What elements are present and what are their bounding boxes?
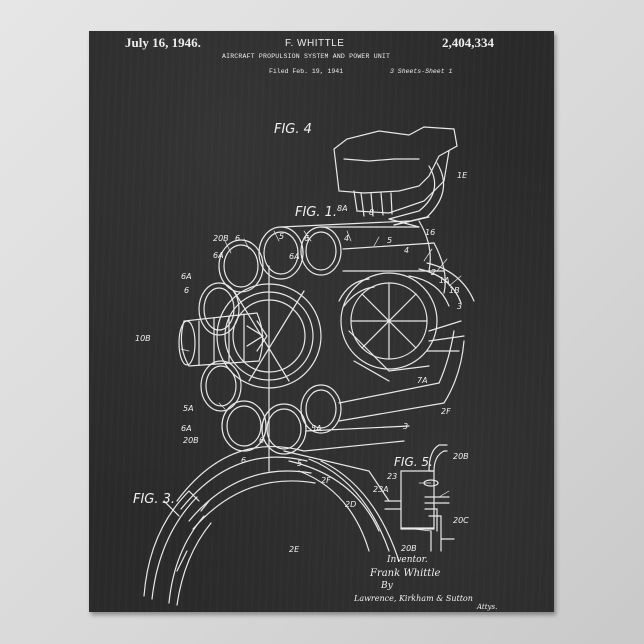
ref-6-left: 6 xyxy=(184,286,189,295)
ref-10b: 10B xyxy=(135,334,151,343)
fig4-label: FIG. 4 xyxy=(274,122,312,137)
ref-6-top-2: 6 xyxy=(304,234,309,243)
attys-abbr: Attys. xyxy=(476,603,497,611)
ref-23a: 23A xyxy=(373,485,389,494)
inventor-signature: Frank Whittle xyxy=(369,568,441,579)
ref-8: 8 xyxy=(369,208,374,217)
ref-2f: 2F xyxy=(321,476,331,485)
fig3-drawing xyxy=(143,445,400,606)
patent-poster: July 16, 1946. F. WHITTLE 2,404,334 AIRC… xyxy=(89,31,554,612)
ref-20b-top: 20B xyxy=(213,234,229,243)
ref-4-a: 4 xyxy=(344,234,349,243)
fig1-engine-drawing xyxy=(178,220,475,472)
ref-16: 16 xyxy=(425,228,435,237)
fig3-label: FIG. 3. xyxy=(133,492,175,507)
ref-6-bottom: 6 xyxy=(241,456,246,465)
ref-20c: 20C xyxy=(453,516,469,525)
patent-drawing: FIG. 4 FIG. 1. FIG. 3. FIG. 5. 8A 8 16 1… xyxy=(133,122,497,611)
fig5-drawing xyxy=(384,444,455,552)
ref-4-b: 4 xyxy=(404,246,409,255)
ref-6-lower: 6 xyxy=(259,436,264,445)
ref-6a-upper: 6A xyxy=(181,272,192,281)
ref-3-right: 3 xyxy=(457,302,462,311)
ref-5-b: 5 xyxy=(387,236,392,245)
patent-title: AIRCRAFT PROPULSION SYSTEM AND POWER UNI… xyxy=(222,53,391,60)
ref-6a-left: 6A xyxy=(213,251,224,260)
ref-7a: 7A xyxy=(417,376,428,385)
ref-6a-top: 6A xyxy=(289,252,300,261)
ref-6-top: 6 xyxy=(235,234,240,243)
ref-2f-right: 2F xyxy=(441,407,451,416)
inventor-header: F. WHITTLE xyxy=(285,38,345,49)
ref-2: 2 xyxy=(431,268,436,277)
inventor-caption: Inventor. xyxy=(386,555,428,565)
fig4-duct-drawing xyxy=(333,126,458,228)
ref-2d: 2D xyxy=(345,500,356,509)
fig5-label: FIG. 5. xyxy=(394,455,433,469)
sheet-count: 3 Sheets-Sheet 1 xyxy=(390,68,453,75)
ref-1a: 1A xyxy=(439,276,450,285)
ref-20b-lower: 20B xyxy=(183,436,199,445)
filed-date: Filed Feb. 19, 1941 xyxy=(269,68,344,75)
attorneys-signature: Lawrence, Kirkham & Sutton xyxy=(353,594,473,603)
ref-20b-fig5-bottom: 20B xyxy=(401,544,417,553)
ref-1b: 1B xyxy=(449,286,460,295)
ref-20b-fig5-top: 20B xyxy=(453,452,469,461)
ref-23: 23 xyxy=(387,472,397,481)
ref-5a-left: 5A xyxy=(183,404,194,413)
ref-2e: 2E xyxy=(289,545,300,554)
patent-date: July 16, 1946. xyxy=(125,35,201,50)
ref-5-lower: 5 xyxy=(297,459,302,468)
ref-5a-lower: 5A xyxy=(311,424,322,433)
by-label: By xyxy=(380,581,394,591)
ref-1e: 1E xyxy=(457,171,468,180)
ref-3-lower: 3 xyxy=(403,422,408,431)
ref-8a: 8A xyxy=(337,204,348,213)
fig1-label: FIG. 1. xyxy=(295,205,337,220)
ref-5-top: 5 xyxy=(279,232,284,241)
ref-6a-lower: 6A xyxy=(181,424,192,433)
patent-number: 2,404,334 xyxy=(442,35,494,50)
